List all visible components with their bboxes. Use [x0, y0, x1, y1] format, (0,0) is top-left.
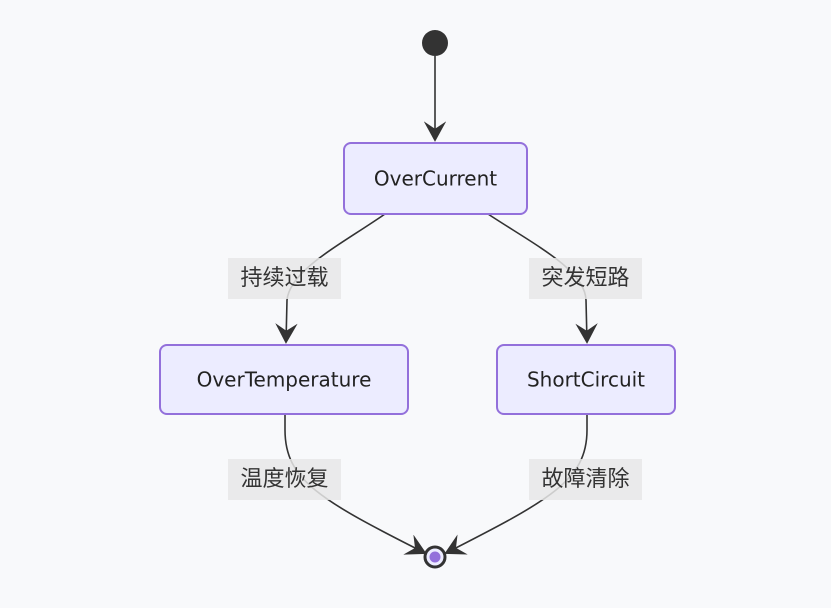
end-node	[423, 545, 447, 569]
edge-label-text: 温度恢复	[240, 467, 328, 492]
edge-label-temp-recover: 温度恢复	[228, 459, 341, 500]
state-shortcircuit[interactable]: ShortCircuit	[496, 344, 676, 415]
state-overcurrent[interactable]: OverCurrent	[343, 142, 528, 215]
state-label: OverTemperature	[197, 368, 372, 392]
state-label: ShortCircuit	[527, 368, 645, 392]
state-overtemperature[interactable]: OverTemperature	[159, 344, 409, 415]
edge-label-overload: 持续过载	[228, 258, 341, 299]
state-label: OverCurrent	[374, 167, 497, 191]
edge-label-fault-clear: 故障清除	[529, 459, 642, 500]
edge-label-text: 突发短路	[541, 266, 629, 291]
start-node	[422, 30, 448, 56]
edge-label-short: 突发短路	[529, 258, 642, 299]
edge-label-text: 故障清除	[541, 467, 629, 492]
edge-label-text: 持续过载	[240, 266, 328, 291]
